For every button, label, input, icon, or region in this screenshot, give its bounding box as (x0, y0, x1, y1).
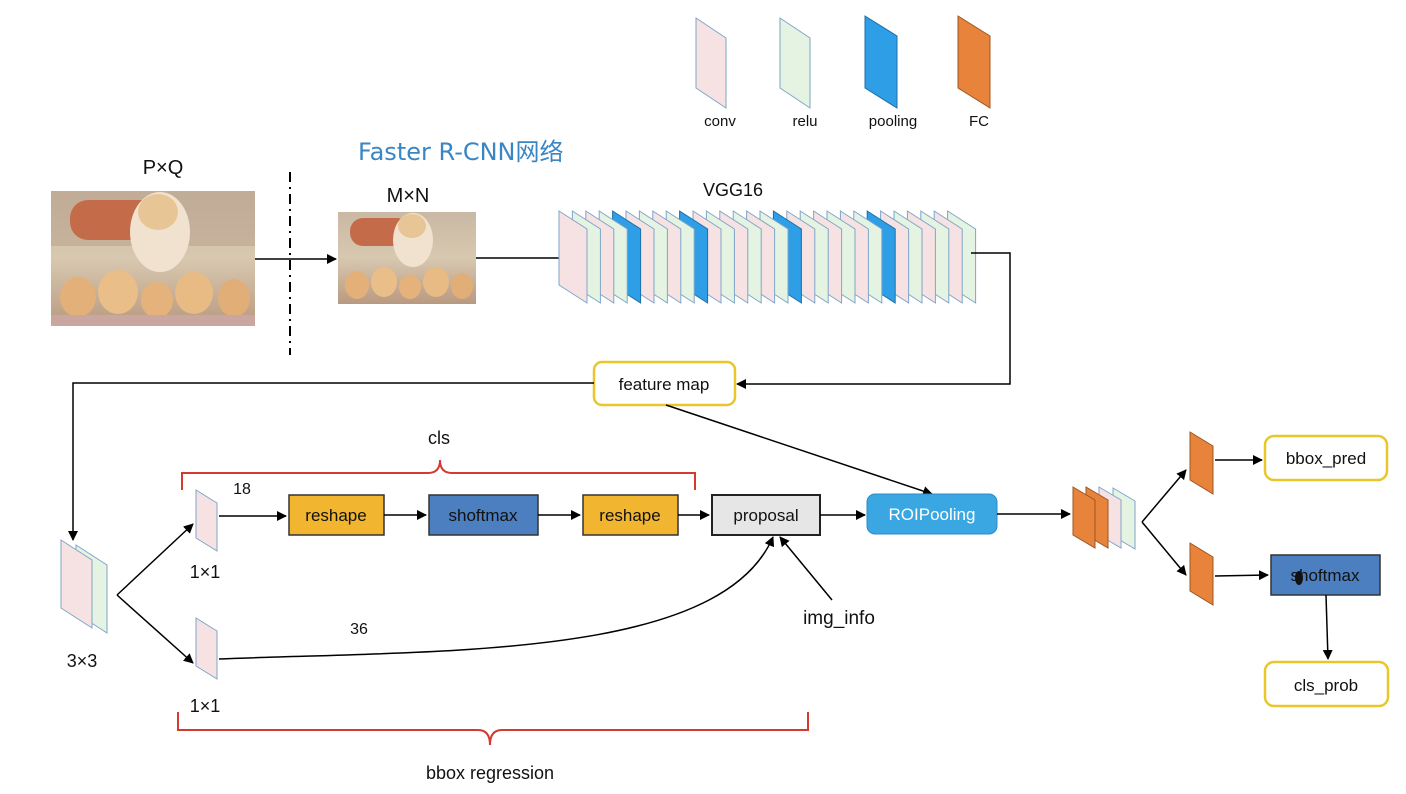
cls-label: cls (428, 428, 450, 448)
bbox-channels-label: 36 (350, 621, 368, 638)
bbox-regression-brace (177, 712, 809, 746)
softmax1-node[interactable]: shoftmax (428, 494, 539, 536)
arrow-to-softmax2 (1214, 570, 1269, 581)
arrow-featuremap-to-roipooling (665, 404, 933, 496)
feature-map-node[interactable]: feature map (592, 360, 737, 407)
legend-fc-swatch (957, 15, 991, 109)
arrow-softmax2-to-clsprob (1322, 594, 1333, 660)
input-size-label: P×Q (143, 157, 184, 179)
conv-1x1-cls-label: 1×1 (190, 562, 221, 582)
fc-stack (1072, 486, 1136, 550)
legend-relu-label: relu (792, 113, 817, 130)
arrow-featuremap-to-3x3 (68, 382, 594, 541)
input-image (51, 191, 255, 326)
bbox-pred-label: bbox_pred (1286, 449, 1366, 468)
arrow-vgg16-to-featuremap (736, 252, 1011, 389)
softmax2-node[interactable]: shoftmax (1270, 554, 1381, 596)
legend-relu-swatch (779, 17, 811, 109)
arrow-bbox-to-proposal (218, 536, 775, 660)
legend-conv-label: conv (704, 113, 736, 130)
arrow-fc-to-bbox-head (1141, 469, 1187, 523)
feature-map-label: feature map (619, 375, 710, 394)
reshape2-node[interactable]: reshape (582, 494, 679, 536)
arrow-imginfo-to-proposal (779, 536, 833, 601)
roipooling-node[interactable]: ROIPooling (866, 493, 998, 535)
softmax2-label: shoftmax (1291, 566, 1360, 585)
fc-cls-head (1189, 542, 1214, 606)
img-info-label: img_info (803, 608, 875, 629)
resized-image (338, 212, 476, 304)
legend-pooling-swatch (864, 15, 898, 109)
conv-3x3-label: 3×3 (67, 651, 98, 671)
cls-prob-label: cls_prob (1294, 676, 1358, 695)
conv-1x1-cls (195, 489, 218, 552)
roipooling-label: ROIPooling (889, 505, 976, 524)
cursor-mark (1295, 571, 1303, 585)
cls-channels-label: 18 (233, 481, 251, 498)
bbox-pred-node[interactable]: bbox_pred (1263, 434, 1389, 482)
legend-fc-label: FC (969, 113, 989, 130)
vgg16-stack (558, 210, 977, 304)
legend-pooling-label: pooling (869, 113, 917, 130)
proposal-node[interactable]: proposal (711, 494, 821, 536)
legend: conv relu pooling FC (695, 15, 991, 130)
reshape1-node[interactable]: reshape (288, 494, 385, 536)
legend-conv-swatch (695, 17, 727, 109)
softmax1-label: shoftmax (449, 506, 518, 525)
reshape2-label: reshape (599, 506, 660, 525)
bbox-regression-label: bbox regression (426, 763, 554, 783)
cls-brace (181, 459, 696, 490)
reshape1-label: reshape (305, 506, 366, 525)
fc-bbox-head (1189, 431, 1214, 495)
resized-size-label: M×N (387, 185, 430, 207)
cls-prob-node[interactable]: cls_prob (1263, 660, 1390, 708)
arrow-fc-to-cls-head (1141, 521, 1187, 576)
vgg16-layer-conv (558, 210, 588, 304)
vgg16-label: VGG16 (703, 180, 763, 200)
arrow-3x3-to-top-1x1 (116, 523, 194, 596)
conv-3x3 (60, 539, 108, 634)
diagram-title: Faster R-CNN网络 (358, 138, 564, 166)
conv-1x1-bbox-label: 1×1 (190, 696, 221, 716)
conv-1x1-bbox (195, 617, 218, 680)
arrow-3x3-to-bottom-1x1 (116, 594, 194, 664)
proposal-label: proposal (733, 506, 798, 525)
